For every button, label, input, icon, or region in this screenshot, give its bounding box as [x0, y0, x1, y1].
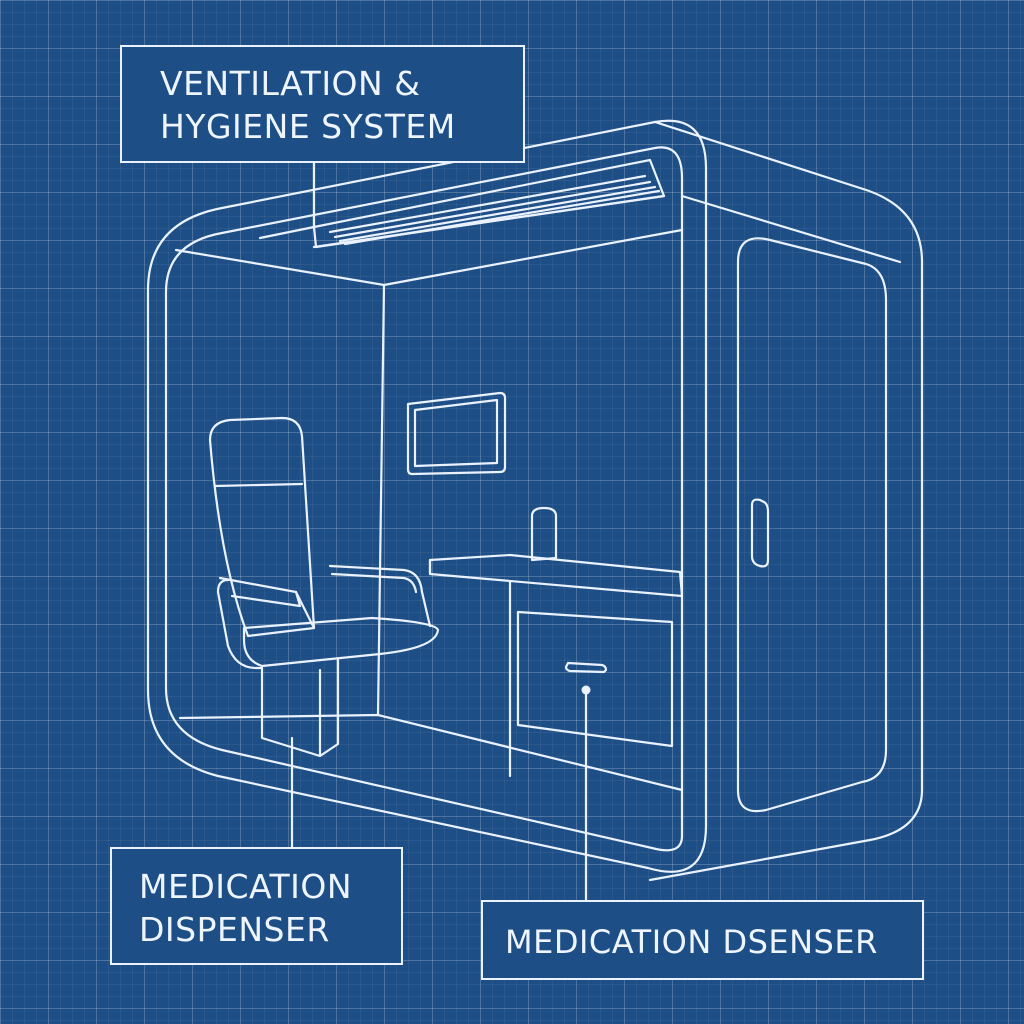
drawer-callout-dot — [581, 685, 591, 695]
booth-side-shell — [648, 120, 924, 882]
drawer-handle — [564, 661, 608, 674]
booth-inner-frame — [164, 146, 684, 852]
ventilation-unit — [258, 158, 666, 249]
ventilation-label-line-2: HYGIENE SYSTEM — [160, 107, 456, 146]
booth-side-inner — [680, 194, 902, 264]
medication-left-line-1: MEDICATION — [139, 867, 353, 906]
side-door — [736, 237, 888, 813]
ventilation-label-line-1: VENTILATION & — [160, 64, 421, 103]
medication-dispenser-label-right: MEDICATION DSENSER — [481, 900, 924, 980]
interior-floor-edge — [178, 713, 684, 792]
medication-right-text: MEDICATION DSENSER — [505, 923, 878, 961]
wall-monitor — [406, 391, 507, 476]
interior-back-corner — [376, 283, 386, 717]
ventilation-hygiene-label: VENTILATION & HYGIENE SYSTEM — [120, 45, 525, 163]
desk — [428, 553, 684, 778]
booth-outer-frame — [146, 119, 708, 873]
medication-bottle — [530, 506, 558, 562]
leader-lines — [290, 161, 588, 902]
chair — [208, 416, 440, 758]
interior-ceiling-edge — [174, 228, 684, 287]
medication-dispenser-label-left: MEDICATION DISPENSER — [110, 847, 403, 965]
door-handle — [750, 498, 770, 568]
medication-left-line-2: DISPENSER — [139, 910, 330, 949]
